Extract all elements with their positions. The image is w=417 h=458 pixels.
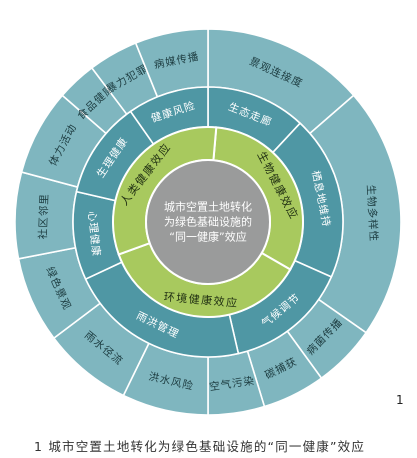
center-label-line: 为绿色基础设施的 <box>164 215 252 229</box>
one-health-ring-diagram: 景观连接度生物多样性病菌传播碳捕获空气污染洪水风险雨水径流绿色景观社区邻里体力活… <box>14 28 402 416</box>
outer-segment-label: 生物多样性 <box>364 184 380 242</box>
figure-number: 1 <box>396 393 404 407</box>
center-circle <box>145 159 271 285</box>
inner-segment-label: 环境健康效应 <box>163 289 239 309</box>
outer-ring-segments: 景观连接度生物多样性病菌传播碳捕获空气污染洪水风险雨水径流绿色景观社区邻里体力活… <box>14 28 402 416</box>
middle-segment-label: 心理健康 <box>85 210 103 257</box>
outer-segment-label: 社区邻里 <box>36 193 51 239</box>
figure-caption: 1 城市空置土地转化为绿色基础设施的“同一健康”效应 <box>34 439 366 454</box>
center-label-line: “同一健康”效应 <box>169 230 246 244</box>
center-label-line: 城市空置土地转化 <box>164 200 252 214</box>
